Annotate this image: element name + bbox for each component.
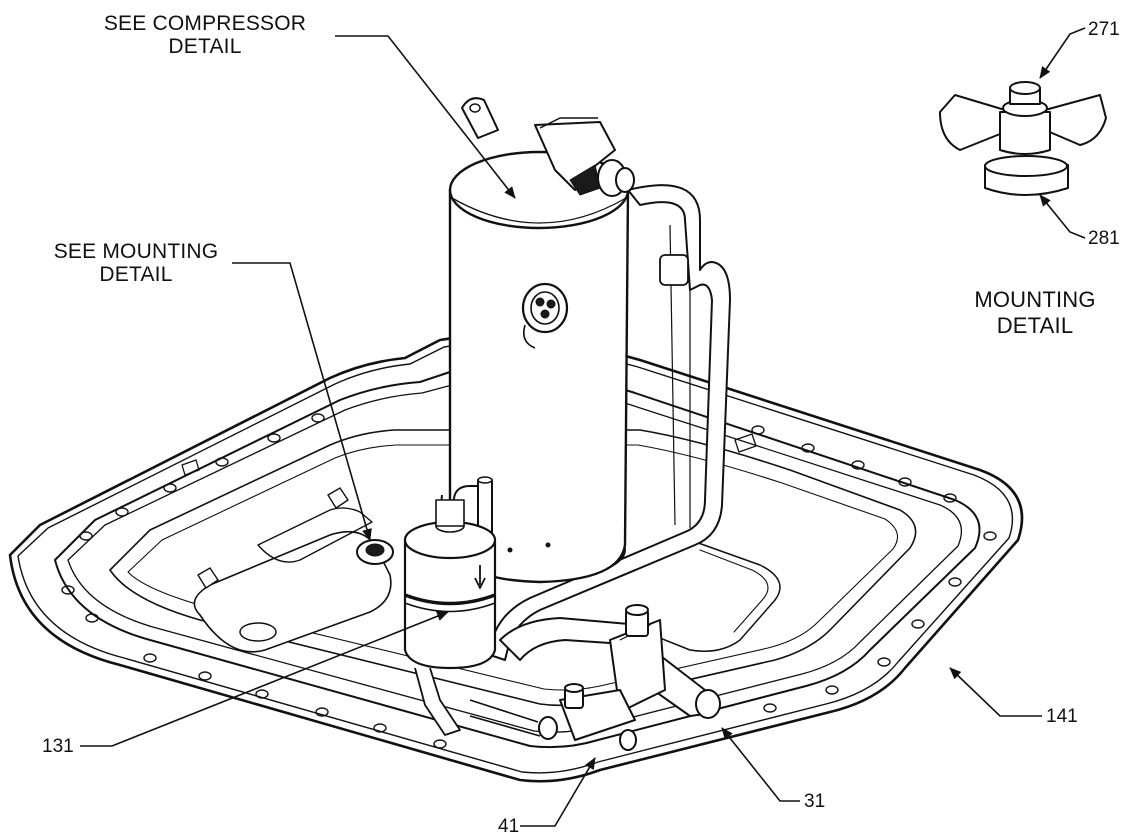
discharge-tubing [489,184,731,661]
mounting-detail-illustration [939,81,1107,196]
compressor-detail-line1: SEE COMPRESSOR [103,12,307,35]
mounting-detail-caption: MOUNTING DETAIL [955,287,1115,339]
mounting-callout-line2: DETAIL [99,263,173,286]
part-number-131: 131 [42,736,74,757]
leader-lines [80,27,1086,827]
part-number-41: 41 [498,816,520,837]
compressor [448,97,635,584]
mounting-callout-line1: SEE MOUNTING [53,240,219,263]
mounting-caption-line1: MOUNTING [974,287,1096,312]
mounting-caption-line2: DETAIL [996,313,1074,338]
part-number-281: 281 [1088,228,1120,249]
accumulator [356,476,497,736]
part-number-271: 271 [1088,19,1120,40]
part-number-141: 141 [1046,706,1078,727]
service-valve-block [469,604,721,751]
compressor-detail-callout: SEE COMPRESSOR DETAIL [70,12,340,58]
part-number-31: 31 [804,791,826,812]
compressor-detail-line2: DETAIL [168,35,242,58]
mounting-detail-callout: SEE MOUNTING DETAIL [20,240,252,286]
